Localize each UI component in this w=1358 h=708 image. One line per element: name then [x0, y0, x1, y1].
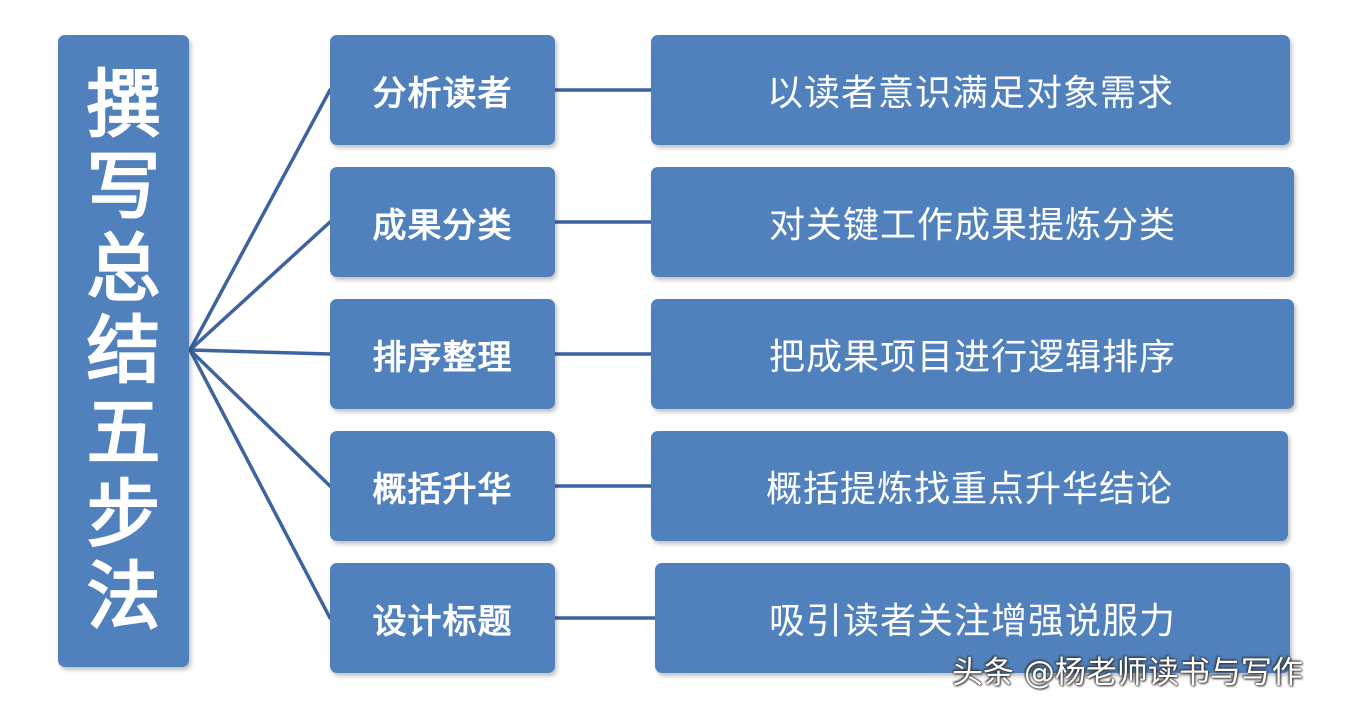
title-char: 五 [86, 390, 161, 476]
watermark-text: 头条 @杨老师读书与写作 [952, 655, 1303, 691]
desc-box-2: 对关键工作成果提炼分类 [651, 167, 1294, 277]
title-char: 结 [86, 308, 161, 394]
step-box-4: 概括升华 [330, 431, 555, 541]
branch-line-2 [188, 220, 332, 352]
title-char: 撰 [86, 62, 161, 148]
branch-line-5 [188, 348, 332, 620]
step-box-5: 设计标题 [330, 563, 555, 673]
title-char: 写 [86, 144, 161, 230]
branch-line-4 [188, 348, 332, 488]
step-box-2: 成果分类 [330, 167, 555, 277]
desc-box-3: 把成果项目进行逻辑排序 [651, 299, 1294, 409]
title-box: 撰 写 总 结 五 步 法 [58, 35, 189, 667]
title-char: 法 [86, 554, 161, 640]
branch-line-1 [188, 88, 332, 352]
desc-box-4: 概括提炼找重点升华结论 [651, 431, 1288, 541]
title-char: 步 [86, 472, 161, 558]
branch-line-3 [188, 348, 332, 356]
desc-box-1: 以读者意识满足对象需求 [651, 35, 1290, 145]
desc-box-5: 吸引读者关注增强说服力 [655, 563, 1290, 673]
step-box-3: 排序整理 [330, 299, 555, 409]
title-char: 总 [86, 226, 161, 312]
step-box-1: 分析读者 [330, 35, 555, 145]
